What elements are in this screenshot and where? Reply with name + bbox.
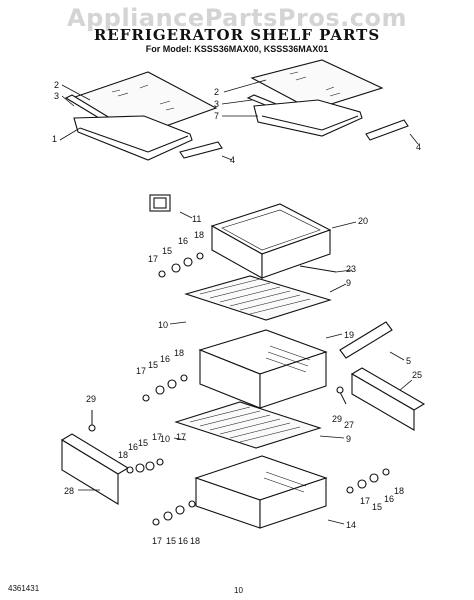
callout-23: 23	[346, 264, 356, 274]
hardware-stack-upper	[158, 252, 204, 278]
left-glass-shelf-assembly	[64, 71, 223, 161]
callout-16: 16	[384, 494, 394, 504]
page-number: 10	[234, 586, 243, 595]
callout-17: 17	[360, 496, 370, 506]
callout-1: 1	[52, 134, 57, 144]
glass-shelf-right	[250, 59, 384, 111]
watermark-logo: AppliancePartsPros.com	[67, 4, 407, 32]
callout-16: 16	[128, 442, 138, 452]
callout-15: 15	[372, 502, 382, 512]
shelf-frame-left	[73, 115, 193, 161]
callout-29: 29	[332, 414, 342, 424]
callout-15: 15	[162, 246, 172, 256]
callout-5: 5	[406, 356, 411, 366]
crisper-drawer-upper	[198, 329, 328, 409]
hardware-stack-right-lower	[346, 468, 390, 494]
hardware-stack-middle	[142, 374, 188, 402]
callout-11: 11	[192, 214, 201, 224]
callout-labels: 1 2 3 4 2 3 7 4 11 20 18 16 15 17 23 9 1…	[52, 80, 422, 546]
callout-9: 9	[346, 434, 351, 444]
screw-29-left	[88, 410, 96, 432]
callout-15: 15	[138, 438, 148, 448]
callout-4: 4	[416, 142, 421, 152]
callout-15: 15	[166, 536, 176, 546]
page-title: REFRIGERATOR SHELF PARTS	[93, 26, 381, 44]
callout-17: 17	[152, 432, 162, 442]
callout-20: 20	[358, 216, 368, 226]
crisper-cover-lower	[174, 401, 322, 449]
model-subtitle: For Model: KSSS36MAX00, KSSS36MAX01	[145, 44, 329, 54]
callout-10: 10	[158, 320, 168, 330]
upper-pan	[210, 203, 332, 279]
callout-16: 16	[160, 354, 170, 364]
side-support-28	[60, 433, 130, 505]
callout-3: 3	[214, 99, 219, 109]
callout-4: 4	[230, 155, 235, 165]
callout-7: 7	[214, 111, 219, 121]
callout-10: 10	[160, 434, 170, 444]
crisper-cover-upper	[184, 275, 332, 321]
document-number: 4361431	[8, 584, 40, 593]
crisper-bracket	[149, 194, 171, 212]
callout-18: 18	[174, 348, 184, 358]
callout-2: 2	[54, 80, 59, 90]
callout-2: 2	[214, 87, 219, 97]
callout-3: 3	[54, 91, 59, 101]
callout-27: 27	[344, 420, 354, 430]
callout-18: 18	[194, 230, 204, 240]
callout-9: 9	[346, 278, 351, 288]
callout-16: 16	[178, 236, 188, 246]
callout-18: 18	[118, 450, 128, 460]
shelf-frame-right	[253, 99, 363, 137]
pan-rail-23	[299, 265, 337, 273]
callout-19: 19	[344, 330, 354, 340]
glass-shelf-right-texture	[289, 71, 341, 97]
callout-14: 14	[346, 520, 356, 530]
callout-16: 16	[178, 536, 188, 546]
hardware-stack-left-lower	[126, 458, 164, 474]
shelf-rail-left	[179, 141, 223, 159]
callout-17: 17	[148, 254, 158, 264]
side-support-25	[350, 367, 426, 431]
right-glass-shelf-assembly	[246, 59, 409, 141]
slide-rail-5	[339, 321, 393, 359]
screw-29-right	[336, 386, 347, 405]
callout-17: 17	[136, 366, 146, 376]
callout-17: 17	[176, 432, 186, 442]
crisper-drawer-lower	[194, 455, 328, 529]
shelf-rail-right	[365, 119, 409, 141]
glass-shelf-left-texture	[111, 84, 175, 111]
callout-15: 15	[148, 360, 158, 370]
callout-25: 25	[412, 370, 422, 380]
callout-17: 17	[152, 536, 162, 546]
callout-29: 29	[86, 394, 96, 404]
hardware-stack-bottom	[152, 500, 196, 526]
leader-lines	[59, 79, 419, 525]
callout-28: 28	[64, 486, 74, 496]
callout-18: 18	[394, 486, 404, 496]
callout-18: 18	[190, 536, 200, 546]
